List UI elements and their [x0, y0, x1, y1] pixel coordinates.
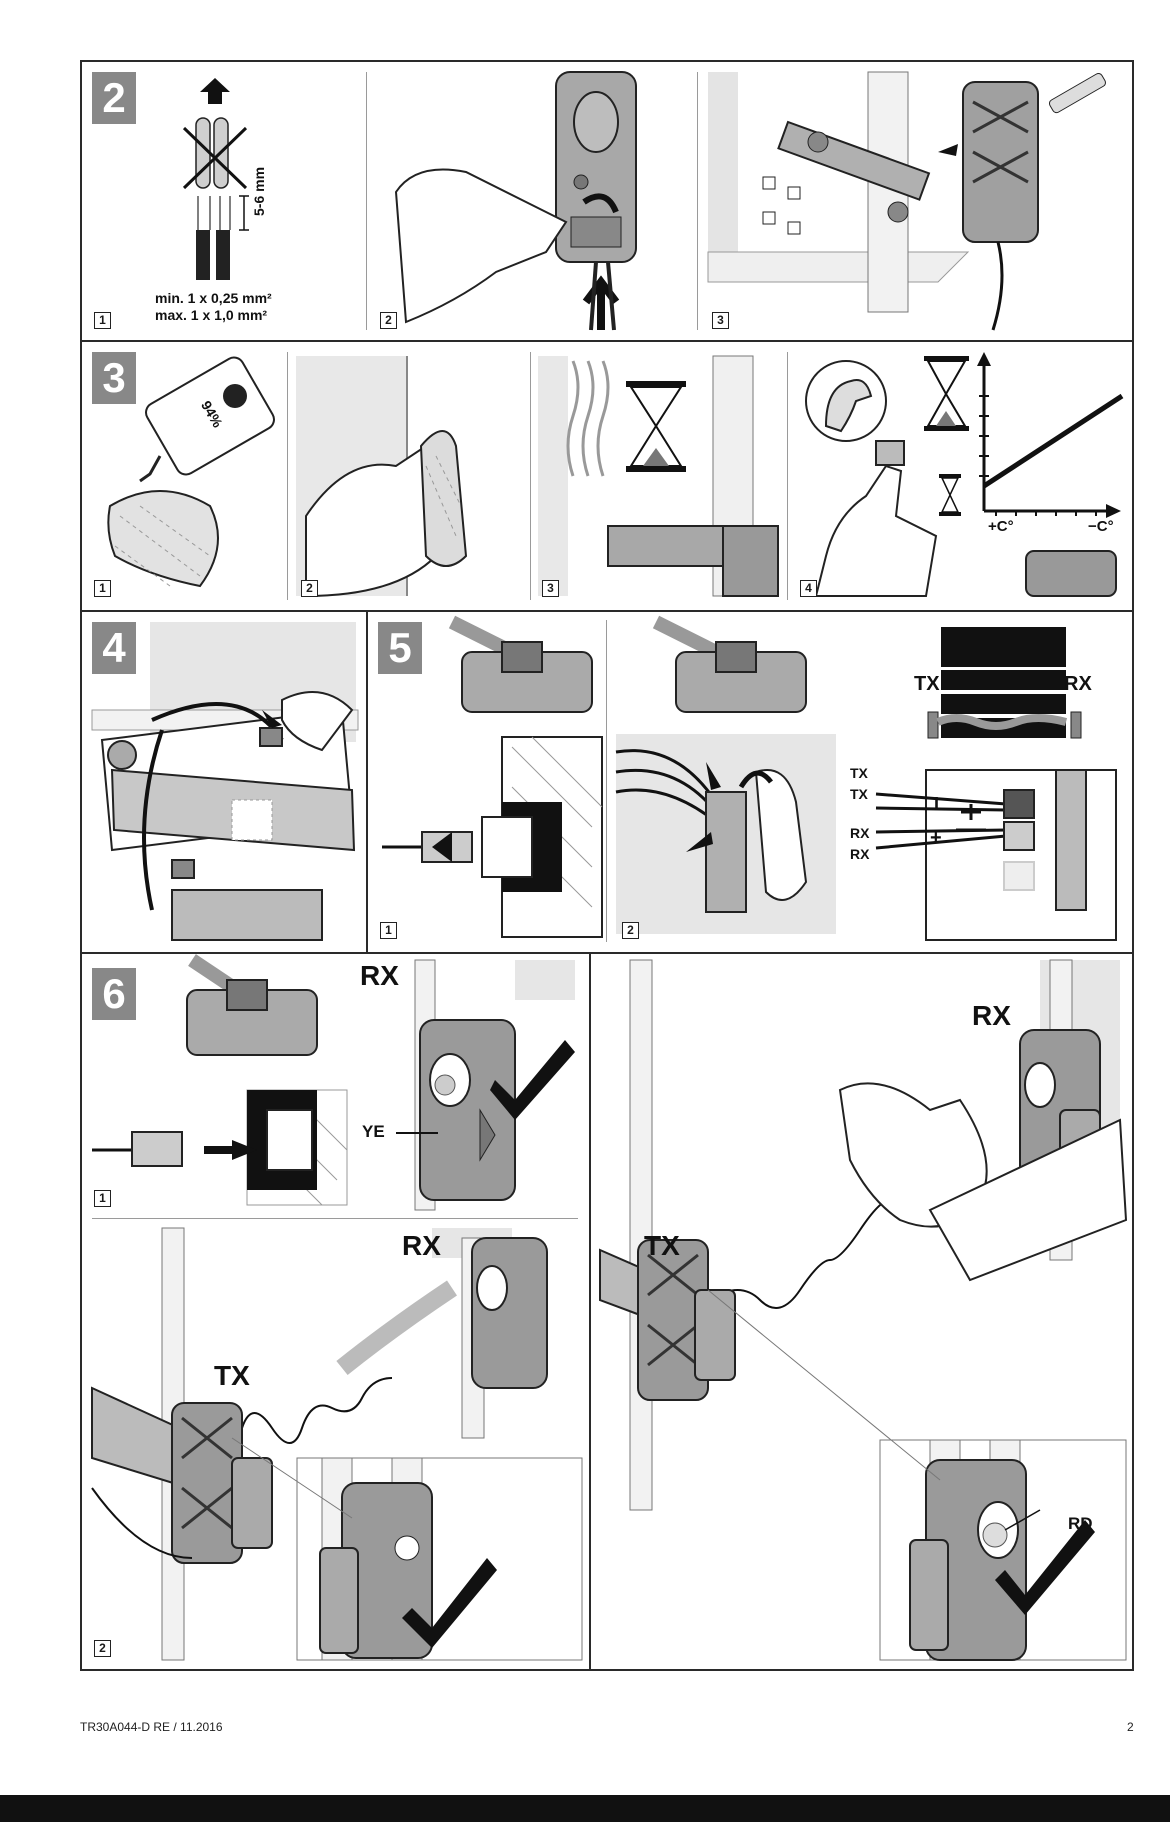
tx-rx-wiring-diagram: I +	[875, 627, 1117, 941]
hand-wiring-illustration	[394, 71, 637, 331]
svg-text:I: I	[934, 794, 939, 814]
rd-led-label: RD	[1068, 1514, 1093, 1533]
wire-disconnect-illustration	[615, 615, 836, 934]
ye-led-label: YE	[362, 1122, 385, 1141]
rx-label: RX	[1064, 673, 1092, 695]
cable-routing-illustration	[91, 622, 359, 941]
bracket-mount-illustration	[707, 71, 1106, 331]
min-cross-section: min. 1 x 0,25 mm²	[155, 290, 272, 306]
rx-label: RX	[402, 1230, 441, 1261]
plug-in-illustration	[92, 954, 348, 1206]
step-number: 2	[92, 72, 136, 124]
wire-label-tx: TX	[850, 765, 868, 781]
substep-label: 1	[94, 1190, 111, 1207]
divider	[80, 952, 1134, 954]
instruction-frame	[80, 60, 1134, 1671]
temperature-time-chart	[805, 352, 1124, 597]
wire-strip-illustration	[182, 78, 249, 280]
step-number: 3	[92, 352, 136, 404]
unplug-illustration	[381, 615, 603, 938]
substep-label: 2	[301, 580, 318, 597]
substep-label: 2	[94, 1640, 111, 1657]
substep-label: 3	[542, 580, 559, 597]
wire-strip-length: 5-6 mm	[251, 166, 267, 216]
rx-label: RX	[360, 960, 399, 991]
temp-plus-label: +C°	[988, 518, 1014, 535]
tx-label: TX	[644, 1230, 680, 1261]
rx-indicator-check	[414, 959, 575, 1211]
substep-label: 1	[94, 312, 111, 329]
svg-text:+: +	[930, 827, 942, 849]
rx-label: RX	[972, 1000, 1011, 1031]
substep-label: 4	[800, 580, 817, 597]
cleaning-bottle-illustration	[107, 356, 275, 588]
wire-label-tx: TX	[850, 786, 868, 802]
tx-label: TX	[214, 1360, 250, 1391]
step-number: 4	[92, 622, 136, 674]
temp-minus-label: −C°	[1088, 518, 1114, 535]
max-cross-section: max. 1 x 1,0 mm²	[155, 307, 268, 323]
drying-time-illustration	[538, 355, 779, 597]
substep-label: 2	[622, 922, 639, 939]
divider	[366, 610, 368, 952]
substep-label: 1	[380, 922, 397, 939]
substep-label: 1	[94, 580, 111, 597]
document-id: TR30A044-D RE / 11.2016	[80, 1720, 223, 1734]
wire-label-rx: RX	[850, 846, 870, 862]
substep-label: 2	[380, 312, 397, 329]
beam-interrupt-illustration	[599, 959, 1128, 1661]
divider	[80, 610, 1134, 612]
tx-rx-alignment-illustration	[91, 1227, 583, 1661]
divider	[80, 340, 1134, 342]
wire-label-rx: RX	[850, 825, 870, 841]
step-number: 6	[92, 968, 136, 1020]
substep-label: 3	[712, 312, 729, 329]
ye-leader-line	[396, 1132, 438, 1134]
tx-label: TX	[914, 673, 940, 695]
divider	[589, 952, 591, 1671]
wiping-hands-illustration	[296, 356, 468, 598]
page-number: 2	[1127, 1720, 1134, 1734]
bottom-bar	[0, 1795, 1170, 1822]
step-number: 5	[378, 622, 422, 674]
